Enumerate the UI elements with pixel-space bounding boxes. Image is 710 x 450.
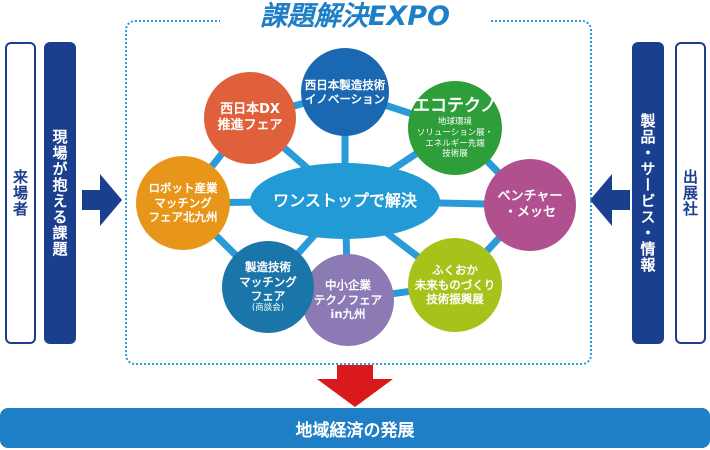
event-title-line: 未来ものづくり	[414, 277, 496, 292]
event-title-line: エコテクノ	[413, 96, 497, 117]
event-title-line: 技術振興展	[426, 292, 484, 307]
event-title-line: 中小企業	[325, 278, 371, 293]
event-robot-matching-fair: ロボット産業マッチングフェア北九州	[136, 156, 230, 250]
event-eco-techno: エコテクノ地球環境ソリューション展・エネルギー先端技術展	[408, 81, 502, 175]
offerings-box: 製品・サービス・情報	[632, 42, 664, 344]
down-arrow-icon	[317, 365, 393, 407]
event-title-line: ロボット産業	[148, 181, 218, 196]
event-title-line: マッチング	[239, 274, 297, 289]
event-title-line: ベンチャー	[497, 188, 563, 204]
event-title-line: マッチング	[154, 195, 212, 210]
issues-box: 現場が抱える課題	[44, 42, 76, 344]
exhibitors-box: 出展社	[675, 42, 706, 344]
offerings-label: 製品・サービス・情報	[638, 113, 657, 273]
event-title-line: イノベーション	[304, 92, 386, 106]
visitors-box: 来場者	[5, 42, 36, 344]
issues-label: 現場が抱える課題	[50, 129, 69, 257]
event-venture-messe: ベンチャー・メッセ	[484, 159, 576, 251]
event-title-line: 推進フェア	[217, 118, 283, 133]
event-title-line: ふくおか	[432, 263, 478, 278]
event-subtitle-line: エネルギー先端	[425, 138, 485, 149]
visitors-label: 来場者	[11, 169, 29, 217]
left-arrow-icon	[590, 174, 630, 226]
exhibitors-label: 出展社	[681, 169, 699, 217]
event-title-line: in九州	[330, 307, 366, 322]
event-subtitle-line: ソリューション展・	[416, 128, 494, 138]
center-ellipse: ワンストップで解決	[250, 163, 440, 239]
event-title-line: フェア	[250, 288, 286, 303]
event-title-line: フェア北九州	[148, 210, 218, 225]
event-title-line: 西日本DX	[220, 101, 280, 117]
event-title-line: 西日本製造技術	[304, 77, 386, 92]
right-arrow-icon	[82, 174, 122, 226]
expo-title: 課題解決EXPO	[220, 0, 490, 34]
event-subtitle-line: 地球環境	[437, 117, 472, 128]
event-subtitle-line: 技術展	[442, 149, 468, 160]
event-title-line: 製造技術	[245, 260, 291, 275]
event-seizo-matching-fair: 製造技術マッチングフェア(商談会)	[222, 241, 314, 333]
center-label: ワンストップで解決	[273, 191, 417, 210]
event-subtitle-line: (商談会)	[251, 303, 285, 314]
outcome-bar: 地域経済の発展	[0, 408, 710, 448]
event-nishinihon-innovation: 西日本製造技術イノベーション	[301, 48, 389, 136]
event-title-line: ・メッセ	[503, 205, 556, 220]
outcome-label: 地域経済の発展	[295, 420, 415, 441]
event-fukuoka-monozukuri: ふくおか未来ものづくり技術振興展	[408, 238, 502, 332]
event-title-line: テクノフェア	[313, 292, 383, 307]
